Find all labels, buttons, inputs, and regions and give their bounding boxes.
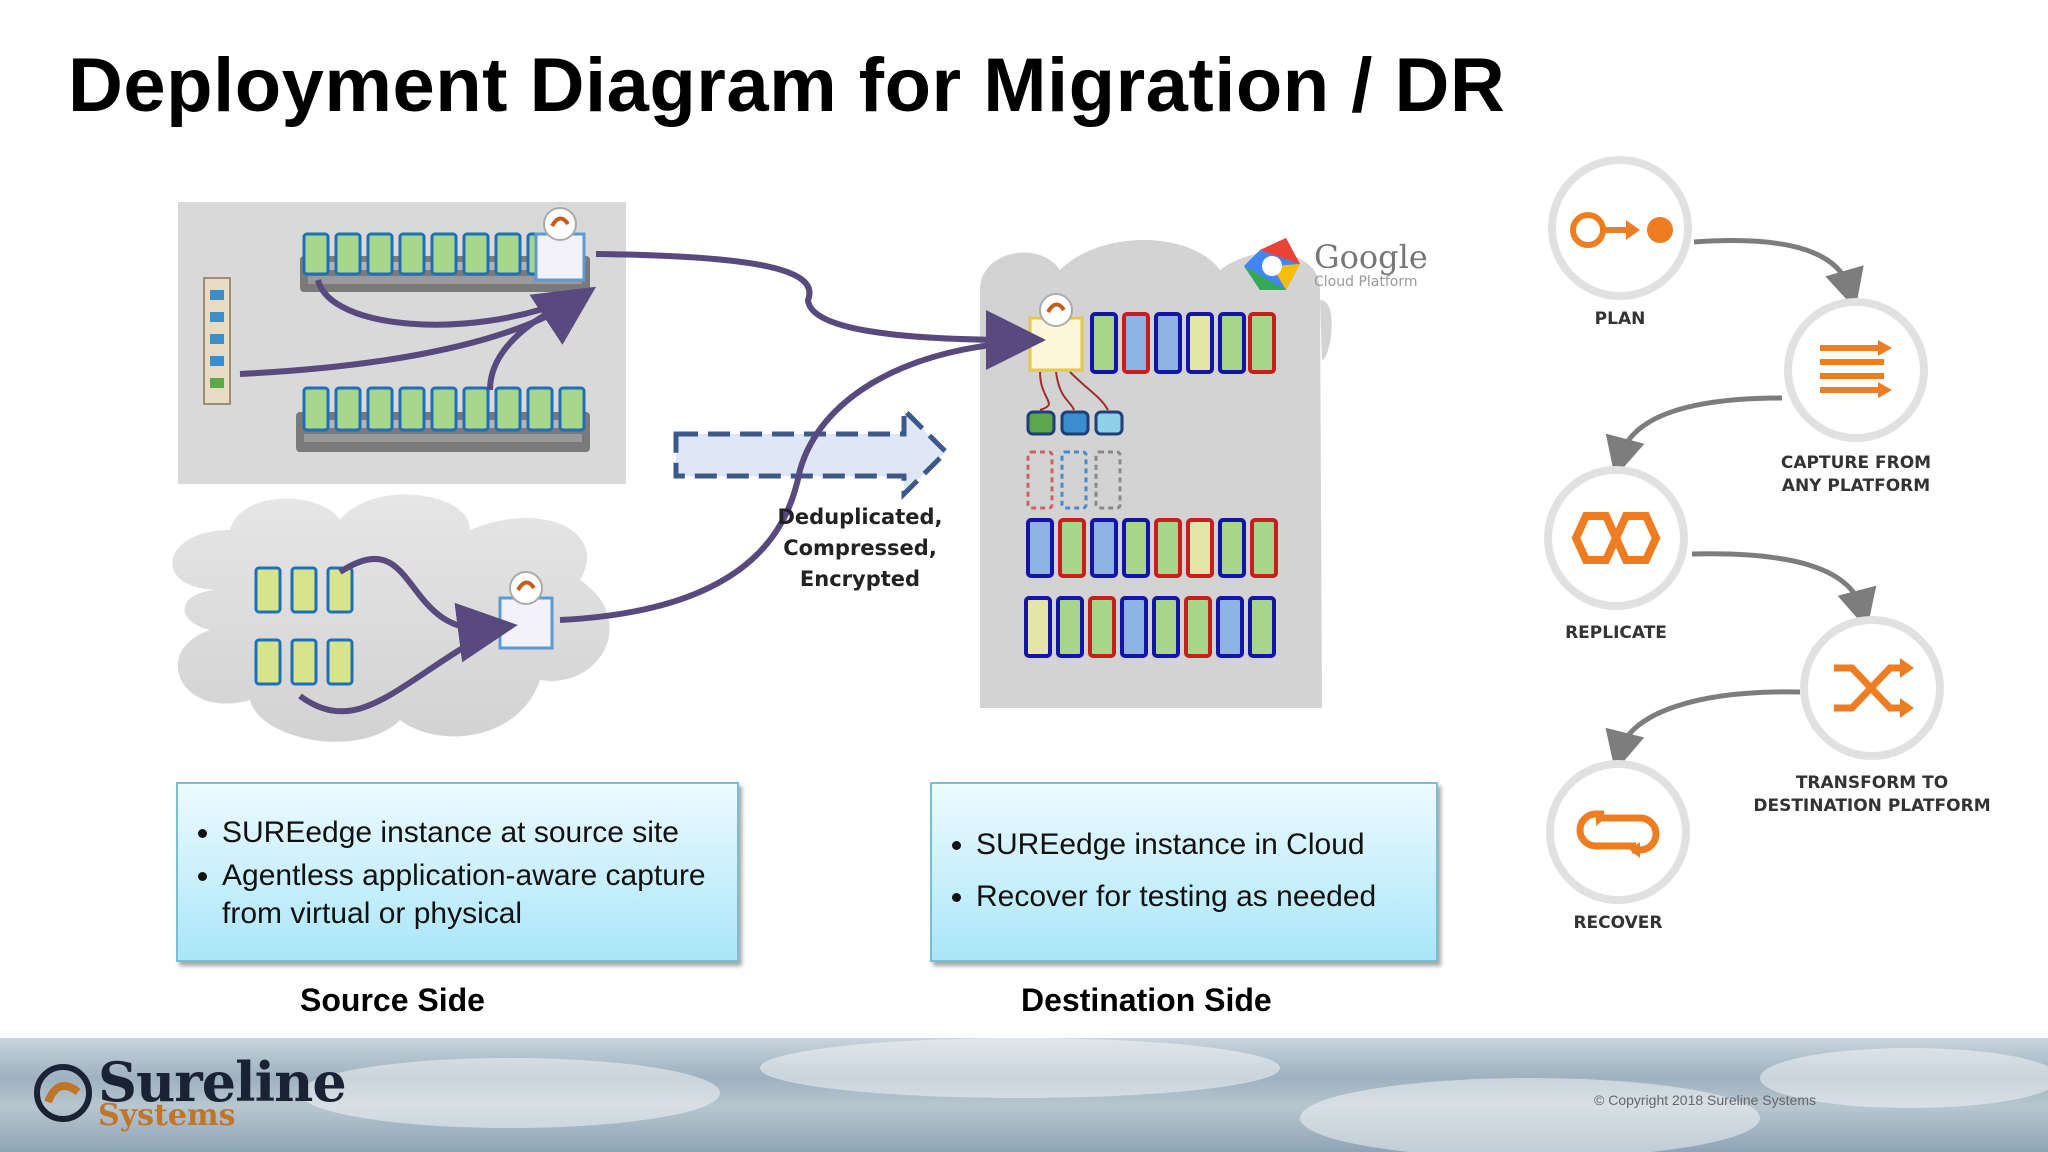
destination-info-item: Recover for testing as needed	[976, 878, 1436, 916]
vm-placeholders	[1026, 450, 1122, 510]
transform-icon	[1800, 616, 1944, 760]
vm-row-top	[302, 232, 554, 276]
footer-banner	[0, 1038, 2048, 1152]
source-info-item: SUREedge instance at source site	[222, 814, 737, 852]
source-side-label: Source Side	[300, 982, 485, 1018]
source-datacenter	[178, 202, 626, 484]
capture-icon	[1784, 298, 1928, 442]
vm-row-destination-middle	[1026, 518, 1278, 578]
destination-side-label: Destination Side	[1021, 982, 1272, 1018]
replication-arrow-cloud	[559, 339, 1023, 623]
recover-icon	[1546, 760, 1690, 904]
transfer-annotation-line: Deduplicated,	[777, 505, 943, 529]
replicate-icon	[1544, 466, 1688, 610]
step-label-transform: TRANSFORM TO DESTINATION PLATFORM	[1732, 772, 2012, 818]
workflow-steps	[1544, 156, 1944, 904]
vm-row-destination-bottom	[1024, 596, 1276, 658]
step-label-replicate: REPLICATE	[1565, 623, 1667, 643]
transfer-arrow	[673, 403, 950, 501]
step-label-plan: PLAN	[1594, 309, 1646, 329]
step-label-recover: RECOVER	[1573, 913, 1663, 933]
plan-icon	[1548, 156, 1692, 300]
vm-row-destination-top	[1090, 312, 1276, 374]
source-info-item: Agentless application-aware capture from…	[222, 857, 737, 933]
destination-info-item: SUREedge instance in Cloud	[976, 826, 1436, 864]
sureline-logo-icon	[34, 1064, 92, 1122]
transfer-annotation-line: Compressed,	[783, 536, 937, 560]
source-cloud	[172, 494, 610, 742]
transfer-annotation-line: Encrypted	[799, 567, 921, 591]
storage-disks	[1026, 371, 1124, 436]
google-logo-text: Google	[1314, 238, 1428, 276]
sureedge-appliance-source	[534, 207, 586, 282]
google-logo-subtext: Cloud Platform	[1314, 274, 1418, 290]
vm-row-bottom	[302, 386, 586, 432]
replication-arrow-datacenter	[595, 251, 1046, 370]
step-label-capture-text: CAPTURE FROM ANY PLATFORM	[1780, 453, 1932, 496]
network-switch-icon	[203, 277, 231, 405]
sureline-logo-subtext: Systems	[98, 1098, 236, 1133]
sureline-logo-text: Sureline	[98, 1050, 347, 1114]
destination-info-box: SUREedge instance in Cloud Recover for t…	[930, 782, 1438, 962]
source-info-box: SUREedge instance at source site Agentle…	[176, 782, 739, 962]
google-cloud-logo	[1244, 238, 1300, 290]
copyright-text: © Copyright 2018 Sureline Systems	[1594, 1092, 1816, 1108]
step-label-transform-text: TRANSFORM TO DESTINATION PLATFORM	[1753, 773, 1991, 816]
transfer-annotation: Deduplicated, Compressed, Encrypted	[770, 502, 950, 595]
step-label-capture: CAPTURE FROM ANY PLATFORM	[1726, 452, 1986, 498]
destination-cloud	[980, 238, 1332, 708]
page-title: Deployment Diagram for Migration / DR	[68, 43, 1506, 128]
